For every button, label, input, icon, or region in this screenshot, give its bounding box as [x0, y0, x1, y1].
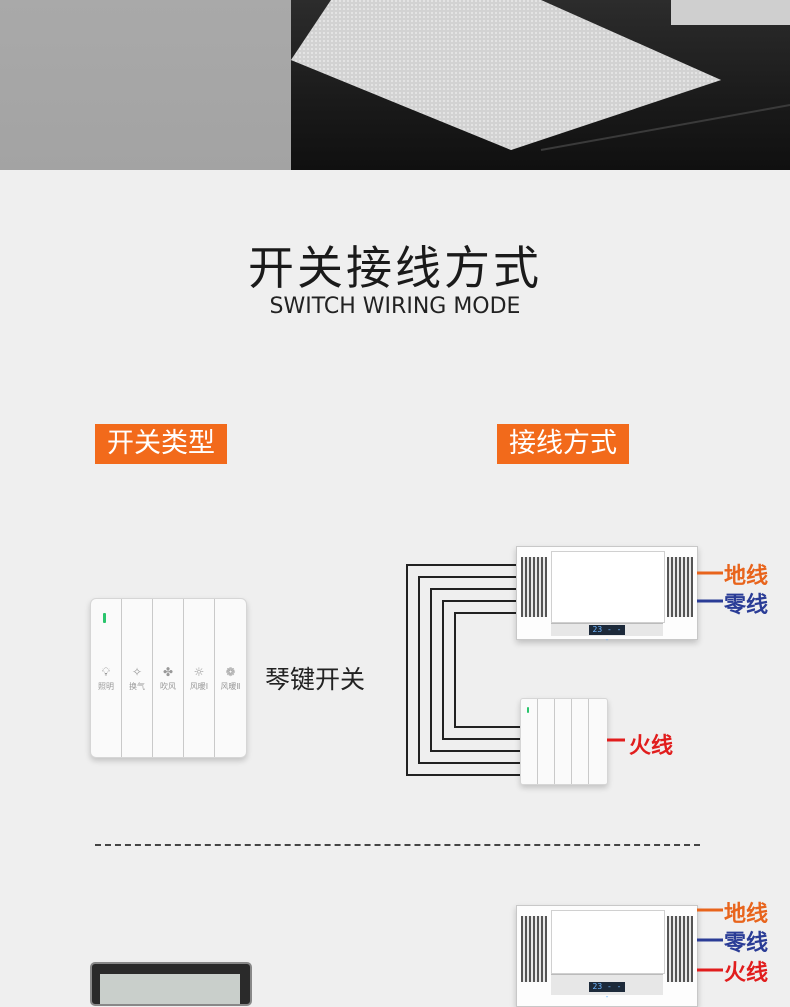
heat-icon: ❁	[225, 665, 236, 679]
bath-heater-unit: 23 - - -	[516, 546, 698, 644]
heater-grille	[667, 916, 693, 982]
switch-key	[572, 699, 589, 784]
heater-display: 23 - - -	[589, 982, 625, 1001]
earth-wire-label: 地线	[724, 902, 769, 927]
switch-key-label: 照明	[98, 682, 114, 691]
neutral-wire-label: 零线	[724, 593, 769, 618]
wiring-lines	[406, 564, 525, 776]
photo-gray-wall	[0, 0, 291, 170]
bulb-icon: 💡︎	[101, 665, 111, 679]
switch-key: 💡︎ 照明	[91, 599, 122, 757]
wire-stubs	[697, 571, 723, 603]
neutral-wire-label: 零线	[724, 931, 769, 956]
switch-key	[589, 699, 607, 784]
heater-grille	[667, 557, 693, 617]
photo-floor-rug	[291, 0, 790, 170]
switch-key: ☼ 风暖Ⅰ	[184, 599, 215, 757]
switch-key	[555, 699, 572, 784]
switch-key-label: 吹风	[160, 682, 176, 691]
switch-key: ✤ 吹风	[153, 599, 184, 757]
piano-switch-label: 琴键开关	[265, 665, 366, 694]
page-title: 开关接线方式	[248, 241, 542, 295]
heat-icon: ☼	[193, 665, 205, 679]
wire-stubs	[697, 908, 723, 972]
ventilate-icon: ✧	[131, 665, 143, 679]
switch-key-label: 风暖Ⅰ	[189, 682, 209, 691]
live-wire-stub	[607, 738, 625, 742]
lcd-smart-switch	[90, 962, 252, 1006]
fan-icon: ✤	[162, 665, 174, 679]
heater-glass-panel	[551, 551, 665, 623]
bath-heater-unit: 23 - - -	[516, 905, 698, 1007]
heater-grille	[521, 557, 547, 617]
rocker-switch-large: 💡︎ 照明 ✧ 换气 ✤ 吹风 ☼ 风暖Ⅰ ❁ 风暖Ⅱ	[90, 598, 247, 758]
section-divider	[95, 844, 700, 846]
live-wire-label: 火线	[629, 734, 674, 759]
indicator-led	[527, 707, 529, 713]
earth-wire-label: 地线	[724, 564, 769, 589]
heater-display: 23 - - -	[589, 625, 625, 644]
switch-key: ✧ 换气	[122, 599, 153, 757]
switch-key	[538, 699, 555, 784]
top-photo	[0, 0, 790, 170]
switch-key-label: 换气	[129, 682, 145, 691]
switch-key-label: 风暖Ⅱ	[220, 682, 241, 691]
heater-control-strip: 23 - - -	[551, 623, 663, 644]
switch-key: ❁ 风暖Ⅱ	[215, 599, 246, 757]
wiring-mode-tag: 接线方式	[497, 424, 629, 464]
switch-type-tag: 开关类型	[95, 424, 227, 464]
heater-glass-panel	[551, 910, 665, 974]
page-subtitle: SWITCH WIRING MODE	[269, 294, 521, 319]
indicator-led	[103, 613, 106, 623]
switch-key	[521, 699, 538, 784]
live-wire-label: 火线	[724, 961, 769, 986]
heater-grille	[521, 916, 547, 982]
lcd-screen	[100, 974, 240, 1004]
rocker-switch-small	[520, 698, 608, 785]
